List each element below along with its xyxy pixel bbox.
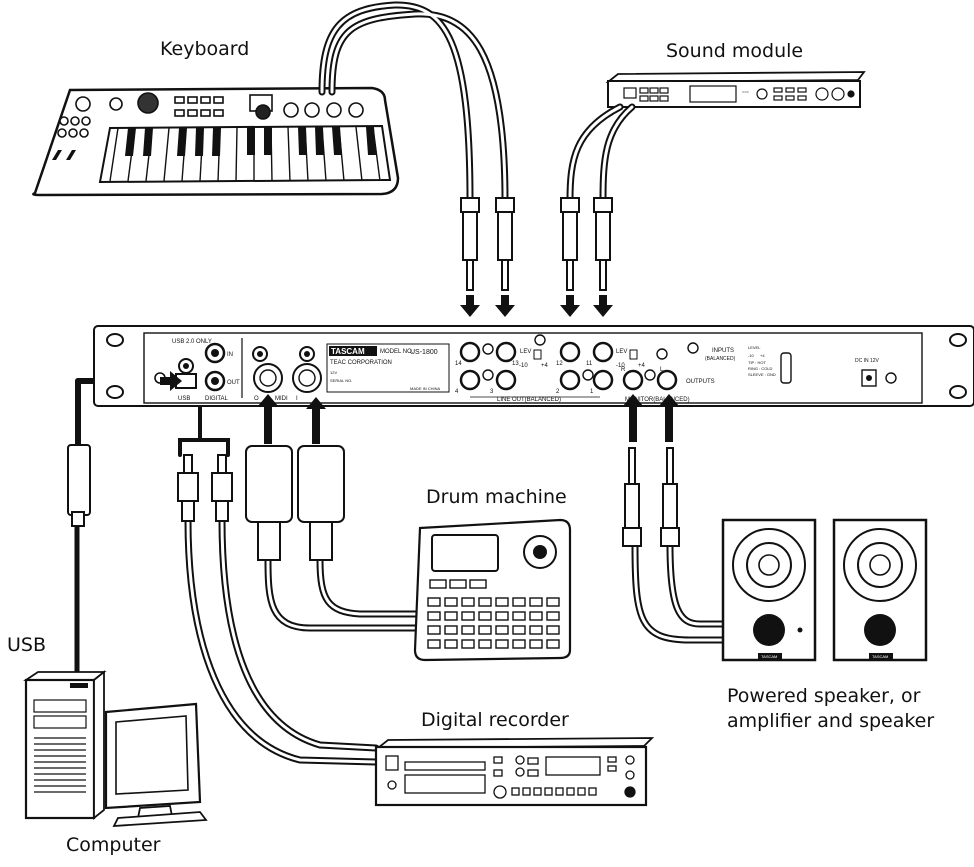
usb-label: USB: [7, 634, 47, 656]
audio-interface-rear-panel: USB 2.0 ONLY USB DIGITAL IN OUT MIDI O I…: [93, 325, 974, 407]
outputs-label: OUTPUTS: [686, 379, 715, 385]
speaker-right-brand: TASCAM: [872, 654, 888, 659]
ch4-label: 4: [455, 389, 459, 395]
ch12-label: 12: [556, 361, 563, 367]
computer-label: Computer: [66, 834, 161, 856]
powered-speakers: TASCAM TASCAM: [721, 518, 928, 662]
ch1-label: 1: [590, 389, 594, 395]
level-label: LEVEL: [748, 345, 761, 350]
digital-in-label: IN: [227, 352, 233, 358]
inputs-label: INPUTS: [712, 348, 734, 354]
minus10-label-1: -10: [519, 363, 528, 369]
powered-speaker-label: Powered speaker, or amplifier and speake…: [727, 685, 935, 732]
speaker-right: TASCAM: [832, 518, 928, 662]
midi-plugs: [245, 445, 345, 561]
l-label: L: [660, 367, 664, 373]
serial-text: SERIAL NO.: [330, 378, 352, 383]
ch11-label: 11: [586, 361, 593, 367]
usb-plug: [67, 444, 91, 527]
inputs-balanced-label: (BALANCED): [705, 356, 736, 362]
svg-text:===: ===: [742, 89, 750, 94]
keyboard-device: [32, 86, 400, 197]
digital-out-label: OUT: [227, 380, 240, 386]
plus4-label-1: +4: [541, 363, 549, 369]
sleeve-gnd-label: SLEEVE : GND: [748, 372, 776, 377]
drum-machine-device: [413, 518, 572, 662]
level-minus10-label: -10: [748, 353, 755, 358]
monitor-label: MONITOR(BALANCED): [625, 397, 690, 403]
ch3-label: 3: [490, 389, 494, 395]
trs-plugs-keyboard: [460, 197, 515, 291]
ch13-label: 13: [512, 361, 519, 367]
digital-recorder-label: Digital recorder: [421, 709, 569, 731]
midi-label: MIDI: [275, 396, 288, 402]
midi-in-label: I: [296, 396, 298, 402]
lev-label-2: LEV: [616, 349, 627, 355]
model-number: US-1800: [410, 349, 438, 356]
made-in-text: MADE IN CHINA: [410, 386, 441, 391]
drum-machine-label: Drum machine: [426, 486, 567, 508]
usb-port-label: USB: [178, 396, 190, 402]
computer-device: [23, 670, 208, 828]
model-prefix: MODEL NO.: [380, 349, 414, 355]
plus4-label-2: +4: [638, 363, 646, 369]
tip-hot-label: TIP : HOT: [748, 360, 766, 365]
digital-recorder-device: [374, 737, 655, 807]
panel-brand-text: TASCAM: [331, 347, 365, 356]
sound-module-device: ===: [605, 71, 866, 108]
ring-cold-label: RING : COLD: [748, 366, 773, 371]
level-plus4-label: +4: [760, 353, 765, 358]
signal-arrows: [160, 295, 679, 444]
digital-label: DIGITAL: [205, 396, 229, 402]
corporation-text: TEAC CORPORATION: [330, 360, 392, 366]
r-label: R: [621, 367, 626, 373]
usb-only-text: USB 2.0 ONLY: [172, 339, 212, 345]
line-out-label: LINE OUT(BALANCED): [497, 397, 561, 403]
lev-label-1: LEV: [520, 349, 531, 355]
ch2-label: 2: [556, 389, 560, 395]
sound-module-label: Sound module: [666, 40, 804, 62]
minus10-label-2: -10: [616, 363, 625, 369]
trs-plugs-sound-module: [560, 197, 613, 291]
voltage-text: 12V: [330, 370, 337, 375]
speaker-left-brand: TASCAM: [761, 654, 777, 659]
speaker-left: TASCAM: [721, 518, 817, 662]
ch14-label: 14: [455, 361, 462, 367]
dc-in-label: DC IN 12V: [855, 358, 880, 364]
trs-plugs-speakers: [622, 447, 680, 547]
midi-out-label: O: [254, 396, 259, 402]
rca-plugs: [177, 454, 233, 522]
keyboard-label: Keyboard: [160, 38, 250, 60]
